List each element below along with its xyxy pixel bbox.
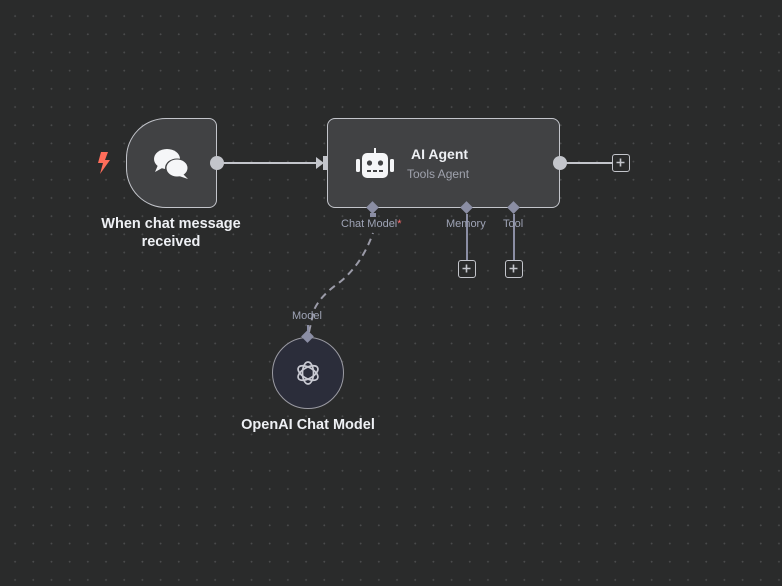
agent-title: AI Agent bbox=[411, 146, 469, 162]
trigger-badge bbox=[96, 151, 112, 180]
lightning-bolt-icon bbox=[96, 152, 112, 179]
plus-icon bbox=[616, 158, 625, 167]
add-node-after-agent-button[interactable] bbox=[612, 154, 630, 172]
model-port-label: Model bbox=[292, 310, 322, 322]
openai-chat-model-node[interactable] bbox=[272, 337, 344, 409]
chat-model-stem bbox=[370, 213, 376, 217]
robot-icon bbox=[355, 148, 395, 185]
trigger-node-label: When chat message received bbox=[101, 216, 241, 250]
tool-port-label: Tool bbox=[503, 218, 524, 230]
chat-model-port-label: Chat Model* bbox=[341, 218, 402, 230]
openai-logo-icon bbox=[293, 358, 323, 393]
connection-model-to-agent[interactable] bbox=[308, 232, 374, 333]
memory-port-label: Memory bbox=[446, 218, 486, 230]
agent-input-port[interactable] bbox=[323, 156, 329, 170]
trigger-output-port[interactable] bbox=[210, 156, 224, 170]
trigger-node[interactable] bbox=[126, 118, 217, 208]
chat-bubbles-icon bbox=[152, 147, 192, 186]
required-marker: * bbox=[397, 218, 402, 230]
plus-icon bbox=[509, 264, 518, 273]
plus-icon bbox=[462, 264, 471, 273]
model-node-label: OpenAI Chat Model bbox=[241, 417, 375, 433]
ai-agent-node[interactable] bbox=[327, 118, 560, 208]
agent-subtitle: Tools Agent bbox=[407, 167, 470, 181]
add-memory-button[interactable] bbox=[458, 260, 476, 278]
chat-model-label-text: Chat Model bbox=[341, 218, 398, 230]
add-tool-button[interactable] bbox=[505, 260, 523, 278]
agent-output-port[interactable] bbox=[553, 156, 567, 170]
connection-arrowhead bbox=[316, 157, 324, 169]
